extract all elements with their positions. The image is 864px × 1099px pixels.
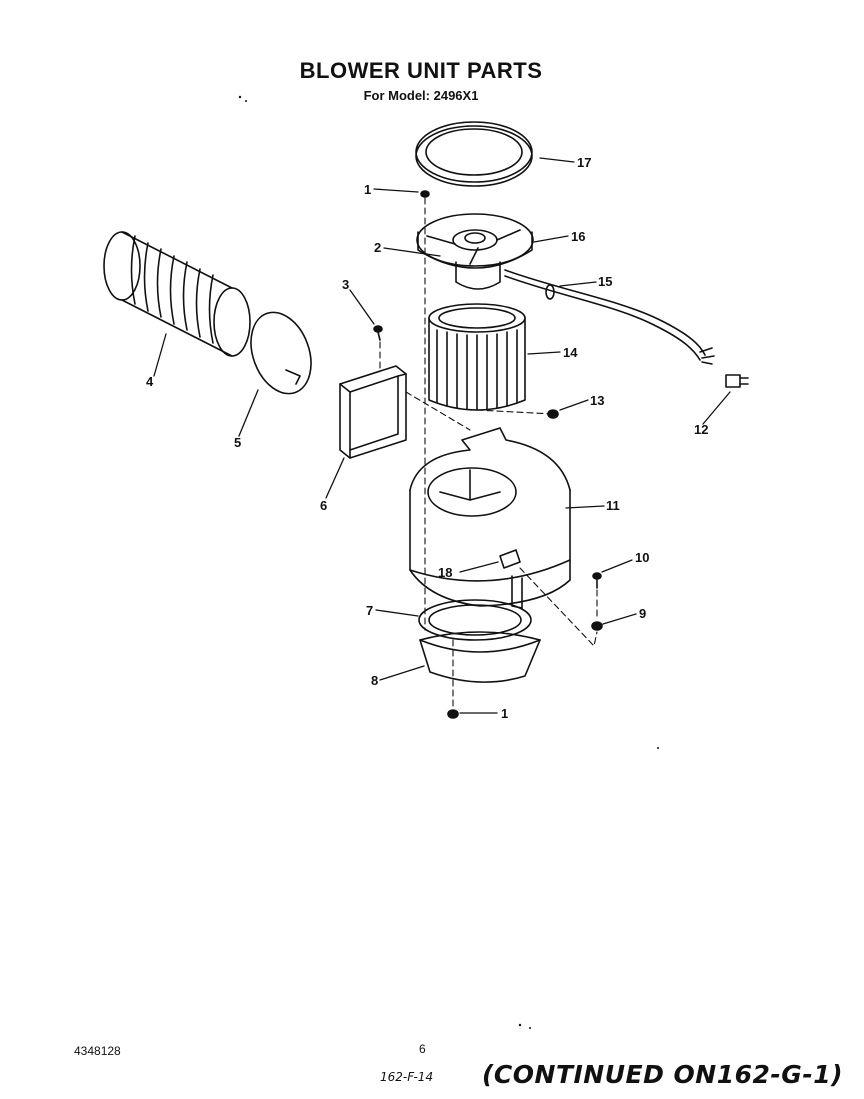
callout-15: 15 bbox=[598, 274, 612, 289]
part-1-fastener-top bbox=[420, 190, 430, 198]
callout-12: 12 bbox=[694, 422, 708, 437]
callout-6: 6 bbox=[320, 498, 327, 513]
callout-1-bottom: 1 bbox=[501, 706, 508, 721]
callout-2: 2 bbox=[374, 240, 381, 255]
callout-5: 5 bbox=[234, 435, 241, 450]
part-4-flexible-duct bbox=[103, 231, 251, 357]
callout-17: 17 bbox=[577, 155, 591, 170]
page-number: 6 bbox=[419, 1042, 426, 1056]
continued-note: (CONTINUED ON162-G-1) bbox=[482, 1060, 844, 1089]
part-11-blower-housing bbox=[409, 427, 571, 607]
page-title: BLOWER UNIT PARTS bbox=[299, 58, 543, 83]
callout-11: 11 bbox=[606, 498, 620, 513]
handwritten-reference: 162-F-14 bbox=[380, 1070, 434, 1084]
callout-8: 8 bbox=[371, 673, 378, 688]
part-8-bottom-plate bbox=[419, 631, 541, 683]
callout-3: 3 bbox=[342, 277, 349, 292]
part-14-blower-wheel bbox=[428, 303, 526, 411]
callout-13: 13 bbox=[590, 393, 604, 408]
part-15-wire-harness bbox=[504, 269, 715, 365]
part-5-clamp bbox=[250, 311, 312, 395]
part-16-motor bbox=[416, 213, 534, 290]
callout-4: 4 bbox=[146, 374, 154, 389]
part-7-gasket bbox=[418, 599, 532, 641]
callout-9: 9 bbox=[639, 606, 646, 621]
part-17-gasket-ring bbox=[415, 121, 533, 187]
callout-10: 10 bbox=[635, 550, 649, 565]
part-9-nut bbox=[591, 621, 603, 631]
callout-7: 7 bbox=[366, 603, 373, 618]
callout-14: 14 bbox=[563, 345, 578, 360]
callout-16: 16 bbox=[571, 229, 585, 244]
part-10-screw bbox=[592, 572, 602, 589]
part-6-adapter bbox=[339, 365, 407, 459]
part-12-connector bbox=[725, 374, 749, 388]
part-3-screw bbox=[373, 325, 383, 341]
document-number: 4348128 bbox=[74, 1044, 121, 1058]
model-subtitle: For Model: 2496X1 bbox=[363, 88, 479, 103]
part-1-fastener-bottom bbox=[447, 709, 459, 719]
callout-18: 18 bbox=[438, 565, 452, 580]
callout-1-top: 1 bbox=[364, 182, 371, 197]
